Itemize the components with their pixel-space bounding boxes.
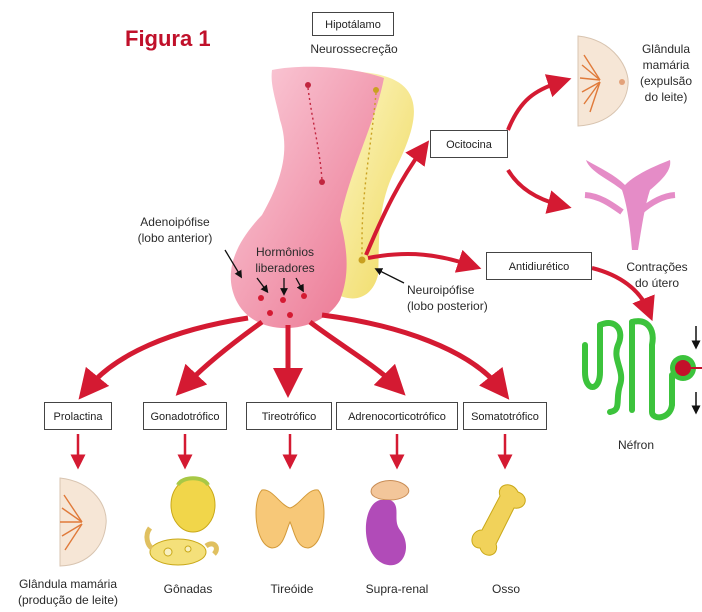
uterus-label-line2: do útero (614, 276, 700, 290)
hormone-box-adrenocorticotrophic: Adrenocorticotrófico (336, 402, 458, 430)
mammary-target-label-line4: do leite) (630, 90, 702, 104)
mammary-bottom-label-line1: Glândula mamária (4, 577, 132, 591)
adrenal-label: Supra-renal (352, 582, 442, 596)
hormone-box-gonadotrophic: Gonadotrófico (143, 402, 227, 430)
hormone-box-thyrotrophic: Tireotrófico (246, 402, 332, 430)
adenohypophysis-label-line2: (lobo anterior) (110, 231, 240, 245)
mammary-target-label-line2: mamária (630, 58, 702, 72)
gonads-illustration (147, 478, 216, 565)
releasing-hormones-label-line2: liberadores (236, 261, 334, 275)
gonads-label: Gônadas (150, 582, 226, 596)
hypothalamus-box: Hipotálamo (312, 12, 394, 36)
hormone-box-prolactin: Prolactina (44, 402, 112, 430)
thyroid-illustration (256, 490, 324, 548)
bone-illustration (472, 485, 525, 555)
neurohypophysis-label-line1: Neuroipófise (407, 283, 474, 297)
uterus-illustration (585, 160, 675, 250)
mammary-target-label-line3: (expulsão (630, 74, 702, 88)
neurosecretion-label: Neurossecreção (298, 42, 410, 56)
adenohypophysis-label-line1: Adenoipófise (110, 215, 240, 229)
mammary-gland-bottom-illustration (60, 478, 106, 566)
hormone-box-somatotrophic: Somatotrófico (463, 402, 547, 430)
thyroid-label: Tireóide (254, 582, 330, 596)
figure-title: Figura 1 (125, 26, 211, 52)
neurohypophysis-label-line2: (lobo posterior) (407, 299, 488, 313)
adrenal-illustration (366, 481, 409, 566)
uterus-label-line1: Contrações (614, 260, 700, 274)
mammary-bottom-label-line2: (produção de leite) (4, 593, 132, 607)
nephron-label: Néfron (606, 438, 666, 452)
oxytocin-box: Ocitocina (430, 130, 508, 158)
releasing-hormones-label-line1: Hormônios (236, 245, 334, 259)
bone-label: Osso (478, 582, 534, 596)
mammary-gland-top-illustration (578, 36, 628, 126)
nephron-illustration (585, 321, 672, 417)
mammary-target-label-line1: Glândula (630, 42, 702, 56)
antidiuretic-box: Antidiurético (486, 252, 592, 280)
